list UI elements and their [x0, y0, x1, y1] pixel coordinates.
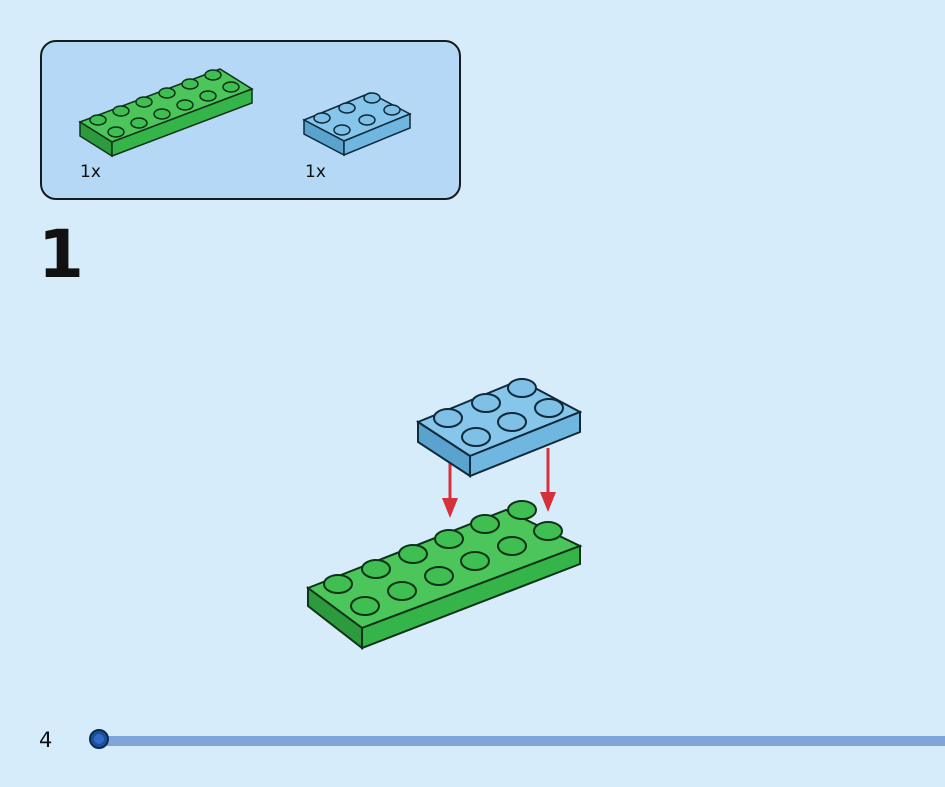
blue-plate-assembly [415, 378, 583, 478]
blue-plate-quantity: 1x [305, 162, 326, 182]
parts-list-box: 1x 1x [40, 40, 461, 200]
progress-track [100, 736, 945, 746]
green-plate-part-image [78, 68, 254, 158]
blue-plate-part-image [302, 92, 412, 157]
placement-arrows [442, 448, 556, 518]
assembly-illustration [305, 378, 583, 651]
green-plate-assembly [305, 500, 583, 651]
progress-indicator [89, 729, 109, 749]
green-plate-quantity: 1x [80, 162, 101, 182]
page-number: 4 [39, 728, 53, 752]
step-number: 1 [38, 216, 84, 293]
